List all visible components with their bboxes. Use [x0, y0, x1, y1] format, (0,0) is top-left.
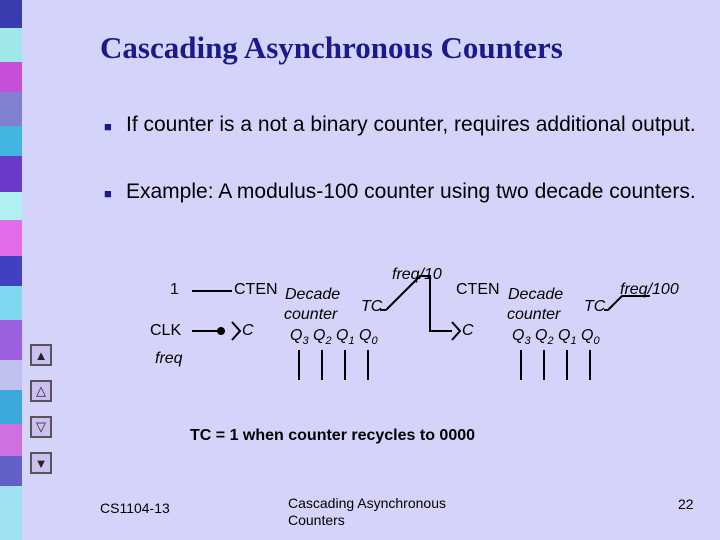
square-bullet-icon: ■: [104, 119, 112, 134]
next-slide-icon[interactable]: ▽: [30, 416, 52, 438]
counter2-q2: Q2: [535, 327, 554, 348]
last-slide-icon[interactable]: ▼: [30, 452, 52, 474]
input-clk-label: CLK: [150, 322, 182, 339]
counter1-c-label: C: [242, 322, 254, 339]
input-freq-label: freq: [155, 350, 183, 367]
counter1-q0: Q0: [359, 327, 378, 348]
counter2-sub: counter: [507, 306, 561, 323]
counter1-q3: Q3: [290, 327, 309, 348]
counter1-cten-label: CTEN: [234, 281, 278, 298]
bullet-text: If counter is a not a binary counter, re…: [126, 113, 696, 136]
footer-course: CS1104-13: [100, 500, 170, 516]
first-slide-icon[interactable]: ▲: [30, 344, 52, 366]
footer-topic: Cascading Asynchronous Counters: [288, 495, 446, 528]
counter2-c-label: C: [462, 322, 474, 339]
slide-title: Cascading Asynchronous Counters: [100, 30, 563, 65]
output-frequency-label: freq/100: [620, 281, 679, 298]
counter2-tc-label: TC: [584, 298, 606, 315]
previous-slide-icon[interactable]: △: [30, 380, 52, 402]
counter2-cten-label: CTEN: [456, 281, 500, 298]
recycle-note: TC = 1 when counter recycles to 0000: [190, 427, 476, 444]
counter1-q1: Q1: [336, 327, 355, 348]
counter1-name: Decade: [285, 286, 341, 303]
decorative-stripe: [0, 0, 88, 540]
input-one-label: 1: [170, 281, 179, 298]
mid-frequency-label: freq/10: [392, 266, 442, 283]
counter2-q0: Q0: [581, 327, 600, 348]
counter2-q1: Q1: [558, 327, 577, 348]
counter1-q2: Q2: [313, 327, 332, 348]
counter1-tc-label: TC: [361, 298, 383, 315]
bullet-text: Example: A modulus-100 counter using two…: [126, 180, 696, 203]
footer-page-number: 22: [678, 496, 694, 512]
counter2-q3: Q3: [512, 327, 531, 348]
counter2-name: Decade: [508, 286, 564, 303]
square-bullet-icon: ■: [104, 186, 112, 201]
counter1-sub: counter: [284, 306, 338, 323]
